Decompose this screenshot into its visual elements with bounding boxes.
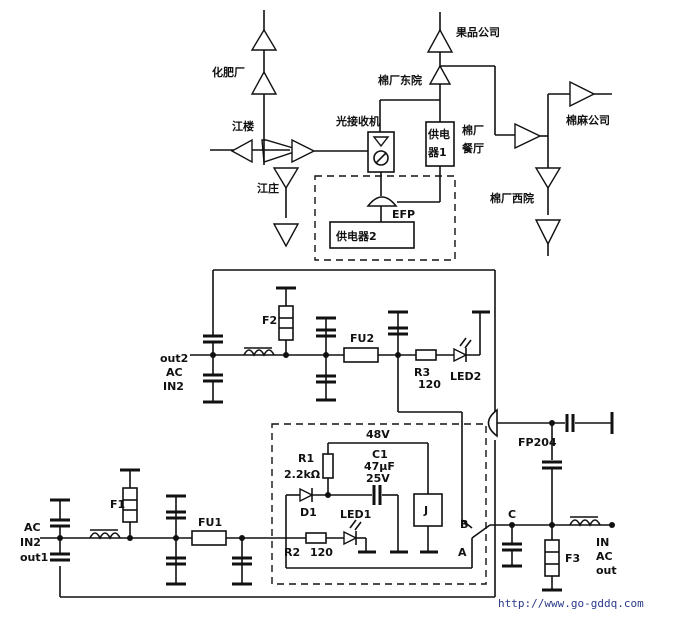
resistor-r3 [415,349,437,361]
label-efp: EFP [392,208,415,221]
led1-ray [354,521,362,531]
receiver-arrow-icon [372,136,390,148]
label-jianglou: 江楼 [232,119,254,133]
label-right-out: out [596,564,617,577]
label-c1: C1 [372,448,388,461]
amplifier-top-left-1 [250,28,278,51]
label-cotton-west: 棉厂西院 [490,191,534,205]
label-c1-cap: 47μF [364,460,395,473]
node [549,522,555,528]
relay-switch-blade [471,524,491,539]
amplifier-cotton-west [534,167,562,190]
label-left-out1: out1 [20,551,48,564]
efp-coupler [366,196,398,207]
power-unit-enclosure [314,175,456,261]
node [609,522,615,528]
node [283,352,289,358]
label-c1-volt: 25V [366,472,390,485]
label-r1-value: 2.2kΩ [284,468,321,481]
label-48v: 48V [366,428,390,441]
fp204-coupler [487,408,498,438]
label-in2-middle: IN2 [163,380,184,393]
led1-ray [349,519,357,529]
watermark-url: http://www.go-gddq.com [498,597,644,610]
relay-j [413,493,443,527]
fuse-f1 [122,487,138,523]
label-j: J [423,504,428,517]
node [210,352,216,358]
bottom-section: 48V R1 2.2kΩ C1 47μF 25V D1 LED1 J B A C… [20,408,617,598]
label-right-ac: AC [596,550,613,563]
label-fu1: FU1 [198,516,222,529]
led2-ray [459,337,467,347]
label-power-supply-1-line1: 供电 [427,127,450,141]
amplifier-cotton-linen [569,80,596,108]
amplifier-bottom-left [272,223,300,248]
relay-contact-b [461,519,473,529]
label-ac-middle: AC [166,366,183,379]
label-led1: LED1 [340,508,371,521]
inductor [243,349,275,357]
node [395,352,401,358]
label-r3: R3 [414,366,430,379]
fuse-f2 [278,305,294,341]
amplifier-center [291,138,316,164]
node [323,352,329,358]
label-b: B [460,518,468,531]
fuse-f3 [544,539,560,577]
amplifier-cotton-east [428,64,452,85]
fuse-fu2 [343,347,379,363]
label-r1: R1 [298,452,314,465]
inductor-right [569,519,601,527]
label-cotton-canteen-line2: 餐厅 [461,141,484,155]
amplifier-top-left-2 [250,70,278,95]
fuse-fu1 [191,530,227,546]
label-fruit-company: 果品公司 [455,26,500,39]
label-f3: F3 [565,552,580,565]
label-led2: LED2 [450,370,481,383]
led2-ray [464,339,472,349]
catv-network: 化肥厂 果品公司 棉厂东院 光接收机 江楼 江庄 供电 器1 棉厂 餐厅 棉麻公… [210,10,612,261]
middle-section: F2 FU2 R3 120 LED2 out2 AC IN2 [160,269,496,520]
receiver-diode-icon [375,152,387,164]
led1-icon [343,530,358,546]
amplifier-jiangzhuang [272,167,300,190]
amplifier-bottom-right [534,219,562,246]
label-out2: out2 [160,352,188,365]
amplifier-jianglou [230,138,253,164]
resistor-r1 [322,453,334,479]
label-cotton-east: 棉厂东院 [378,73,422,87]
label-d1: D1 [300,506,317,519]
label-optical-receiver: 光接收机 [335,114,380,128]
relay-board-enclosure [271,423,487,585]
label-power-supply-2: 供电器2 [335,229,377,243]
inductor-left [89,532,121,540]
power-supply-2-box [329,221,415,249]
label-r2-value: 120 [310,546,333,559]
label-fertilizer-plant: 化肥厂 [212,65,245,79]
label-left-ac: AC [24,521,41,534]
label-c: C [508,508,516,521]
label-f1: F1 [110,498,125,511]
label-fu2: FU2 [350,332,374,345]
label-cotton-linen: 棉麻公司 [566,113,610,127]
label-r3-value: 120 [418,378,441,391]
label-right-in: IN [596,536,609,549]
amplifier-cotton-branch [514,122,542,150]
led2-icon [453,347,468,363]
label-f2: F2 [262,314,277,327]
resistor-r2 [305,532,327,544]
node [325,492,331,498]
label-cotton-canteen-line1: 棉厂 [462,123,484,137]
label-left-in2: IN2 [20,536,41,549]
amplifier-fruit-company [426,28,454,53]
label-jiangzhuang: 江庄 [257,181,279,195]
label-r2: R2 [284,546,300,559]
label-a: A [458,546,467,559]
diode-d1-icon [299,487,314,503]
label-power-supply-1-line2: 器1 [427,146,447,159]
label-fp204: FP204 [518,436,557,449]
